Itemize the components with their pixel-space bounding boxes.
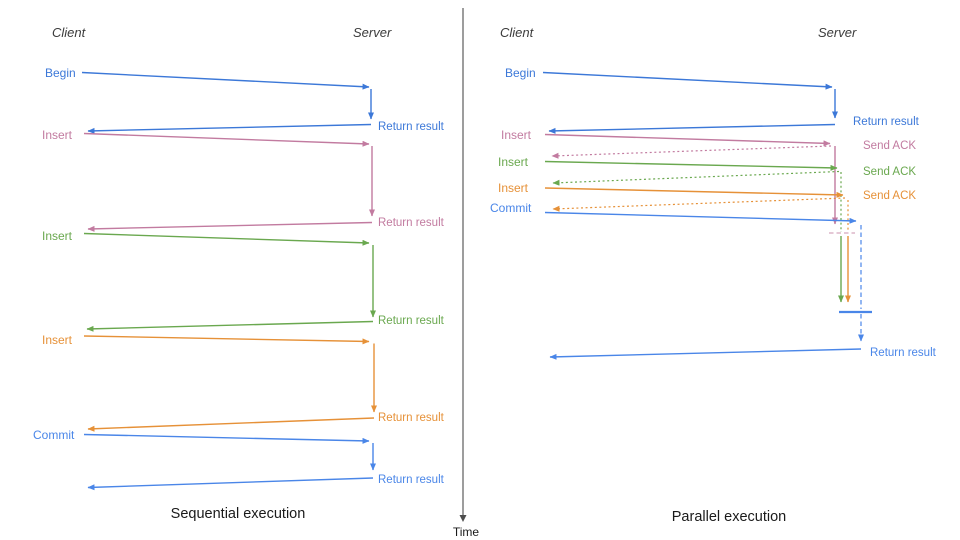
par-insert2-request-line — [544, 160, 838, 171]
seq-insert3-request-line — [83, 335, 370, 345]
time-axis-label: Time — [453, 525, 480, 539]
par-insert2-ack-label: Send ACK — [863, 166, 916, 178]
seq-commit-label: Commit — [33, 428, 75, 442]
par-commit-return-label: Return result — [870, 347, 937, 359]
par-insert3-ack-label: Send ACK — [863, 190, 916, 202]
seq-insert2-return-label: Return result — [378, 315, 445, 327]
seq-insert3-return-label: Return result — [378, 412, 445, 424]
par-begin-request-line — [542, 71, 833, 90]
seq-insert1-request-line — [83, 132, 370, 147]
seq-client-header: Client — [52, 25, 87, 40]
parallel-title: Parallel execution — [672, 509, 786, 525]
seq-insert2-return-line — [86, 320, 374, 332]
par-insert2-label: Insert — [498, 155, 529, 169]
seq-insert1-return-label: Return result — [378, 217, 445, 229]
par-insert3-request-line — [544, 187, 844, 198]
par-insert1-request-line — [544, 133, 831, 147]
seq-insert1-return-line — [87, 221, 373, 232]
seq-begin-return-label: Return result — [378, 121, 445, 133]
par-insert1-ack-label: Send ACK — [863, 140, 916, 152]
par-begin-return-line — [548, 123, 836, 134]
seq-insert3-return-line — [87, 417, 375, 432]
seq-begin-return-line — [87, 123, 372, 134]
parallel-panel: Client Server Begin Return result Insert… — [490, 25, 937, 525]
seq-insert2-request-line — [83, 232, 370, 246]
par-commit-request-line — [544, 211, 857, 224]
par-begin-label: Begin — [505, 66, 536, 80]
par-server-header: Server — [818, 25, 857, 40]
par-client-header: Client — [500, 25, 535, 40]
par-insert1-label: Insert — [501, 128, 532, 142]
seq-insert1-label: Insert — [42, 128, 73, 142]
sequential-panel: Client Server Begin Return result Insert… — [33, 25, 445, 522]
seq-begin-request-line — [81, 71, 370, 90]
par-begin-return-label: Return result — [853, 116, 920, 128]
par-insert1-ack-line — [551, 145, 832, 159]
seq-begin-label: Begin — [45, 66, 76, 80]
par-insert3-ack-line — [552, 197, 846, 212]
par-commit-return-line — [549, 348, 862, 360]
seq-server-header: Server — [353, 25, 392, 40]
seq-commit-return-line — [87, 477, 374, 491]
par-commit-label: Commit — [490, 201, 532, 215]
sequential-title: Sequential execution — [171, 506, 306, 522]
seq-commit-request-line — [83, 433, 370, 444]
seq-insert2-label: Insert — [42, 229, 73, 243]
par-insert2-ack-line — [552, 170, 840, 186]
seq-insert3-label: Insert — [42, 333, 73, 347]
seq-commit-return-label: Return result — [378, 474, 445, 486]
time-axis-arrowhead — [459, 515, 467, 522]
par-insert3-label: Insert — [498, 181, 529, 195]
